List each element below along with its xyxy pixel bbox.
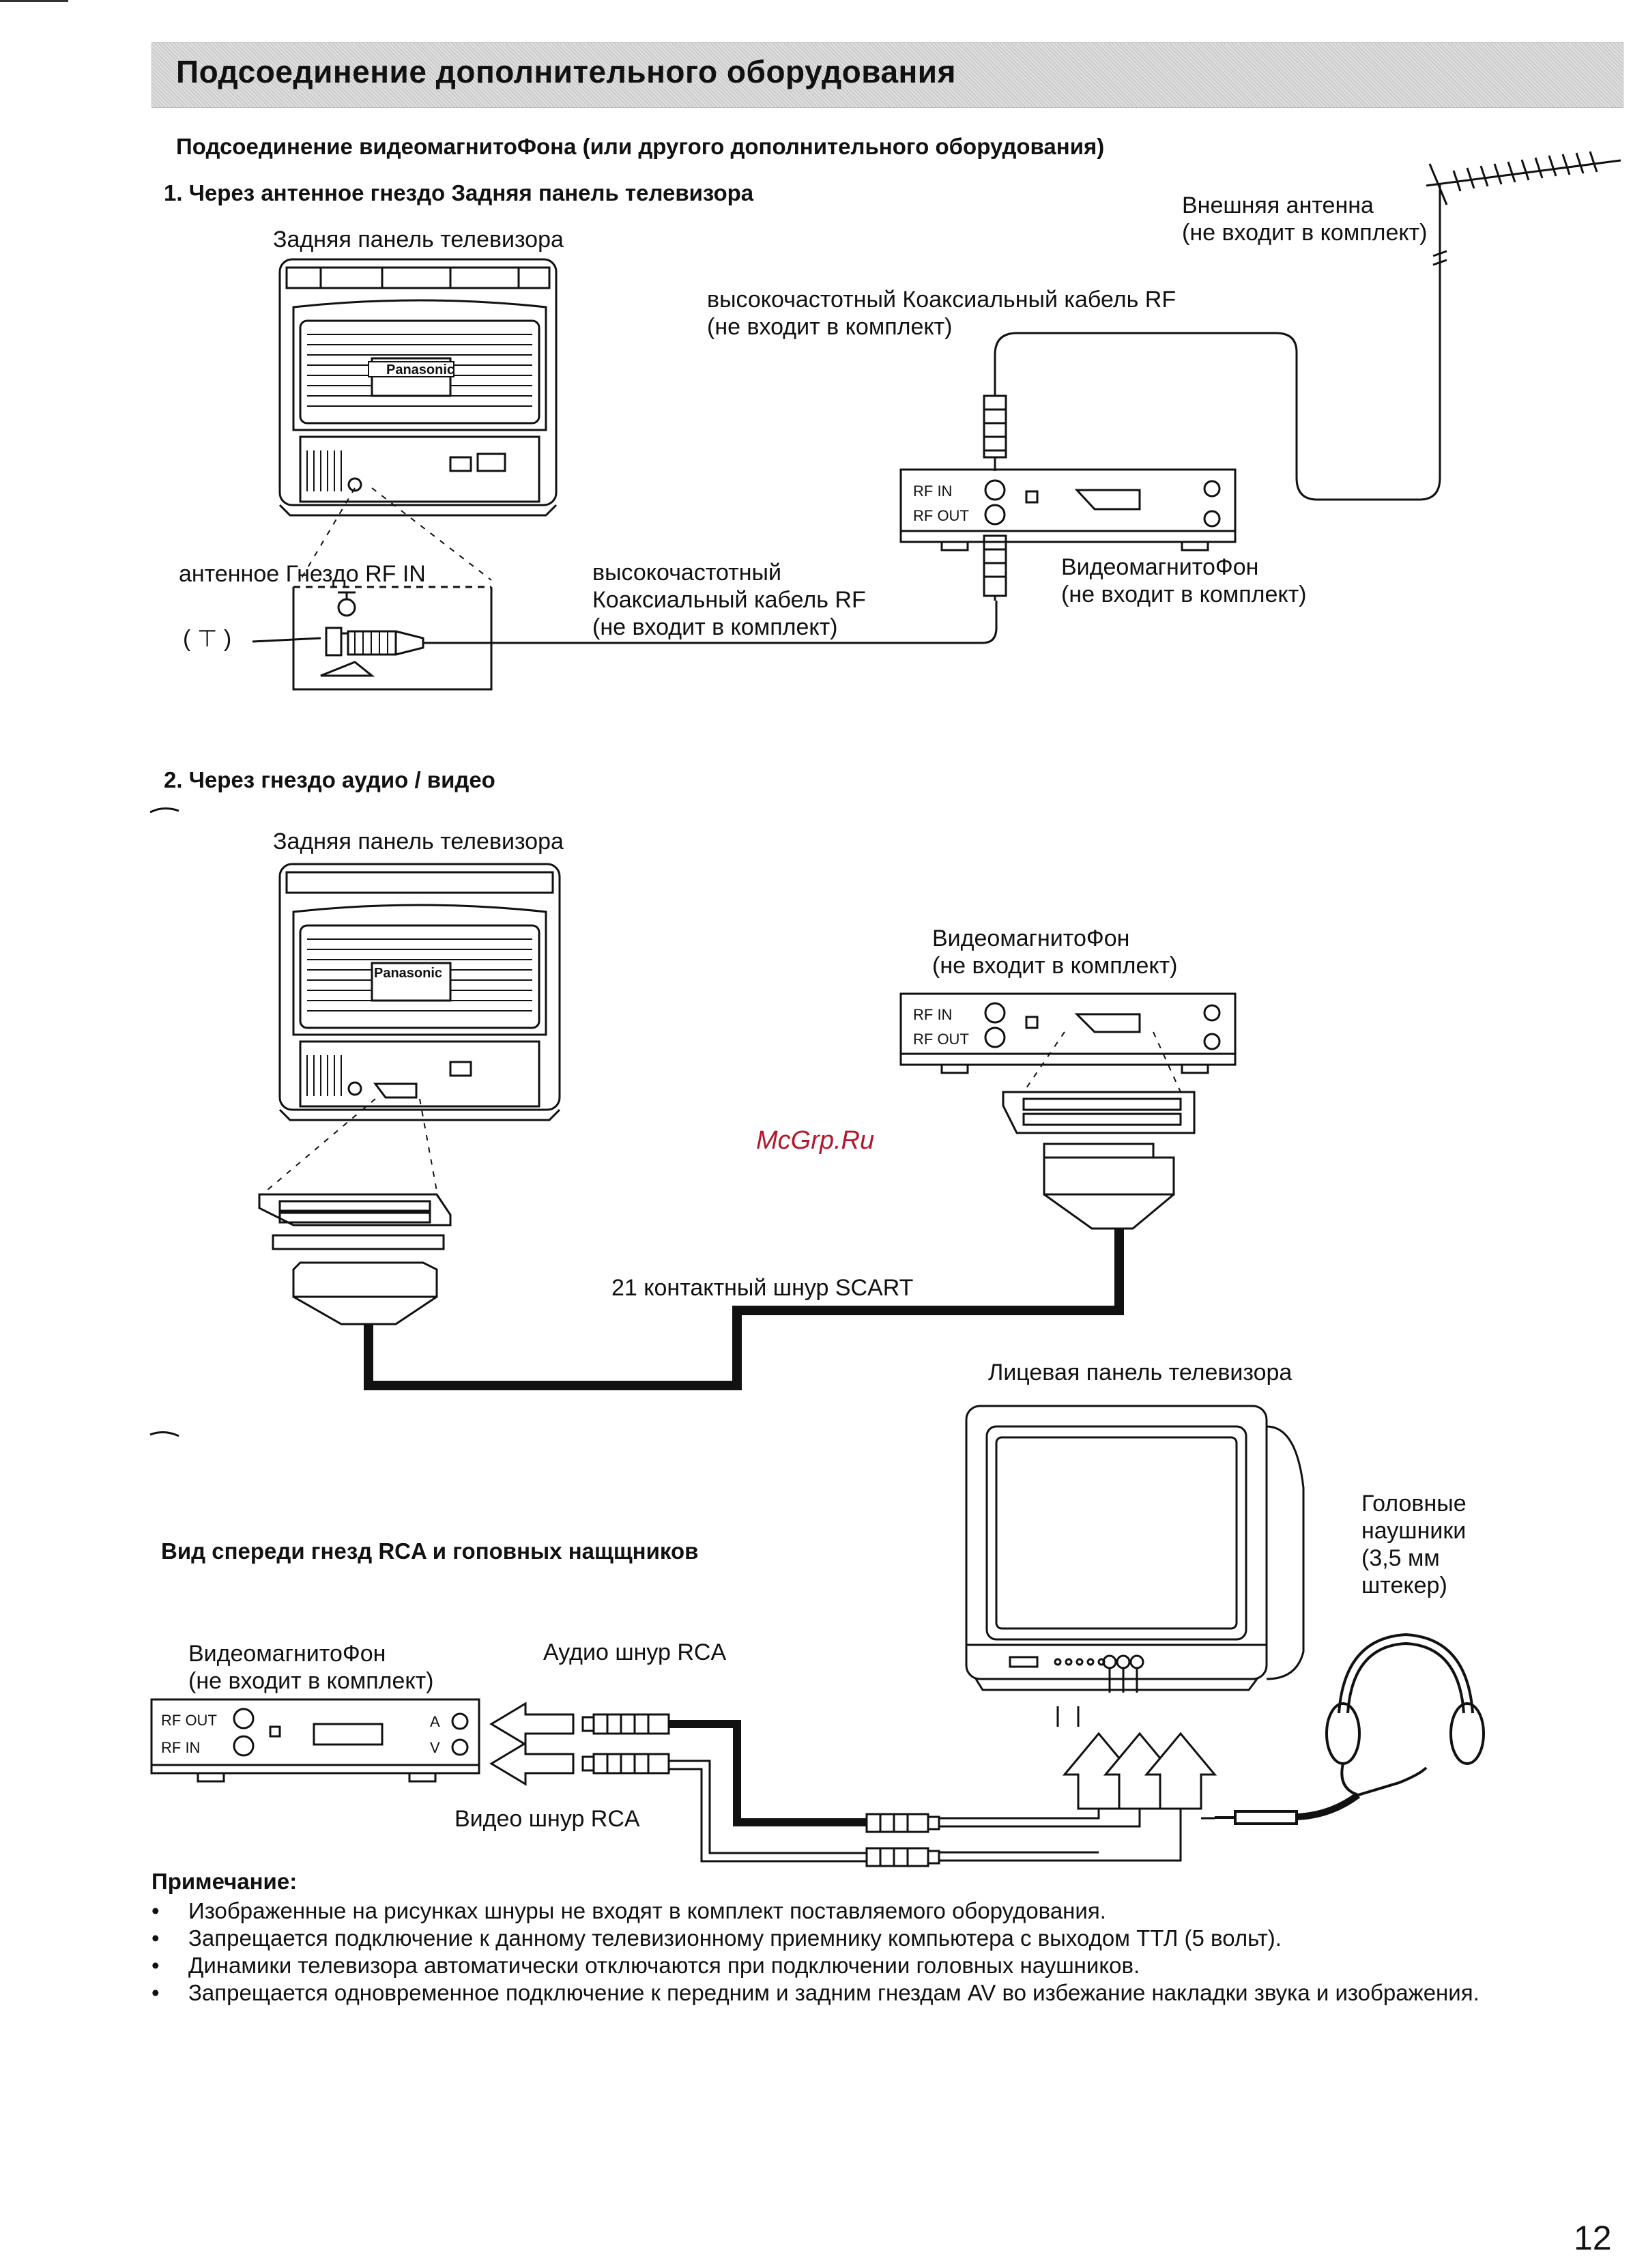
external-antenna-icon [1426, 151, 1621, 266]
note-item: Динамики телевизора автоматически отключ… [151, 1952, 1571, 1979]
brand-logo-2: Panasonic [374, 966, 442, 981]
vcr3-v-label: V [430, 1739, 440, 1756]
vcr3-rf-out-label: RF OUT [161, 1712, 217, 1729]
cable-bottom-line1: высокочастотный [592, 560, 781, 586]
notes-list: Изображенные на рисунках шнуры не входят… [151, 1897, 1571, 2007]
scart-label: 21 контактный шнур SCART [611, 1275, 914, 1301]
front-tv-illustration [965, 1405, 1305, 1691]
vcr3-label-line1: ВидеомагнитоФон [188, 1641, 386, 1667]
vcr2-label-line2: (не входит в комплект) [932, 953, 1178, 979]
vcr2-rf-in-label: RF IN [913, 1006, 952, 1023]
section1-tv-back-label: Задняя панель телевизора [273, 227, 564, 253]
vcr-illustration-3 [150, 1698, 480, 1783]
headphones-label-line1: Головные [1361, 1491, 1467, 1517]
headphones-icon [1215, 1633, 1485, 1825]
rca-plugs-left [581, 1713, 670, 1775]
headphones-label-line4: штекер) [1361, 1573, 1447, 1598]
scart-plug-right [1002, 1091, 1196, 1230]
video-cord-label: Видео шнур RCA [454, 1806, 640, 1832]
vcr2-rf-out-label: RF OUT [913, 1031, 969, 1048]
tv-back-illustration-2 [278, 863, 561, 1121]
scart-plug-left [258, 1193, 452, 1325]
title-bar [151, 42, 1623, 108]
section2-heading: 2. Через гнездо аудио / видео [164, 767, 495, 792]
rca-plugs-right [865, 1813, 940, 1867]
vcr1-rf-out-label: RF OUT [913, 507, 969, 524]
cable-bottom-line2: Коаксиальный кабель RF [592, 587, 866, 613]
notes-heading: Примечание: [151, 1869, 298, 1894]
section2-tv-back-label: Задняя панель телевизора [273, 829, 564, 855]
vcr1-label-line2: (не входит в комплект) [1061, 582, 1307, 607]
headphones-label-line2: наушники [1361, 1518, 1467, 1544]
vcr3-label-line2: (не входит в комплект) [188, 1668, 434, 1694]
watermark: McGrp.Ru [756, 1126, 875, 1155]
corner-mark [0, 0, 68, 2]
vcr-illustration-1 [899, 468, 1237, 551]
rf-in-jack-detail [252, 586, 998, 691]
vcr2-label-line1: ВидеомагнитоФон [932, 925, 1130, 951]
section3-heading: Вид спереди гнезд RCA и гоповных нащщник… [161, 1538, 699, 1564]
jack-symbol: ( ⊤ ) [183, 626, 232, 652]
headphones-label-line3: (3,5 мм [1361, 1545, 1440, 1571]
jack-label: антенное Гнездо RF IN [179, 561, 426, 587]
section1-heading: 1. Через антенное гнездо Задняя панель т… [164, 180, 754, 205]
cable-bottom-line3: (не входит в комплект) [592, 614, 838, 640]
audio-cord-label: Аудио шнур RCA [543, 1639, 727, 1665]
page-title: Подсоединение дополнительного оборудован… [176, 54, 956, 89]
page-subtitle: Подсоединение видеомагнитоФона (или друг… [176, 134, 1105, 159]
page-number: 12 [1574, 2219, 1612, 2257]
antenna-label-line2: (не входит в комплект) [1182, 220, 1428, 246]
vcr1-rf-in-label: RF IN [913, 483, 952, 500]
vcr3-a-label: A [430, 1713, 440, 1730]
cable-top-label-line1: высокочастотный Коаксиальный кабель RF [707, 287, 1176, 313]
vcr-illustration-2 [899, 992, 1237, 1074]
note-item: Запрещается одновременное подключение к … [151, 1979, 1571, 2007]
brand-logo-1: Panasonic [386, 362, 454, 377]
scart-cable [364, 1229, 1124, 1390]
vcr1-label-line1: ВидеомагнитоФон [1061, 554, 1259, 580]
note-item: Изображенные на рисунках шнуры не входят… [151, 1897, 1571, 1925]
antenna-label-line1: Внешняя антенна [1182, 192, 1374, 218]
tv-back-illustration-1 [278, 258, 558, 517]
cable-top-label-line2: (не входит в комплект) [707, 314, 953, 340]
note-item: Запрещается подключение к данному телеви… [151, 1925, 1571, 1952]
vcr3-rf-in-label: RF IN [161, 1739, 200, 1756]
front-tv-label: Лицевая панель телевизора [988, 1360, 1293, 1386]
